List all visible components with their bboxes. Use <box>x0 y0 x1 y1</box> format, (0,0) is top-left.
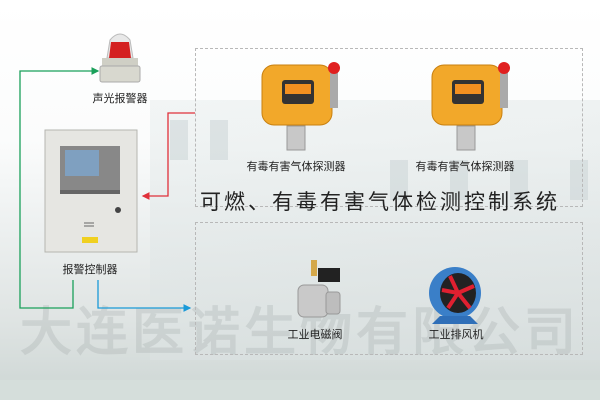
valve-label: 工业电磁阀 <box>287 328 343 341</box>
detector-group-box <box>195 48 583 207</box>
control-line-controller-to-actuators <box>97 280 192 312</box>
detector-2-label: 有毒有害气体探测器 <box>415 160 515 173</box>
alarm-light-icon <box>99 33 141 83</box>
alarm-line-controller-to-light <box>19 67 100 309</box>
solenoid-valve-icon <box>297 260 341 318</box>
gas-detector-icon <box>261 62 340 151</box>
background-building <box>150 100 600 360</box>
actuator-group-box <box>195 222 583 355</box>
fan-label: 工业排风机 <box>428 328 484 341</box>
detector-1-display: 88:88 <box>285 84 311 93</box>
controller-cabinet-icon <box>44 129 138 253</box>
alarm-light-label: 声光报警器 <box>92 92 148 105</box>
detector-1-label: 有毒有害气体探测器 <box>246 160 346 173</box>
system-title: 可燃、有毒有害气体检测控制系统 <box>200 190 560 214</box>
controller-label: 报警控制器 <box>62 263 118 276</box>
detector-2-display: 88:88 <box>455 84 481 93</box>
signal-line-detectors-to-controller <box>141 112 195 200</box>
exhaust-fan-icon <box>429 267 481 324</box>
gas-detector-icon <box>431 62 510 151</box>
bottom-stripe <box>0 380 600 400</box>
